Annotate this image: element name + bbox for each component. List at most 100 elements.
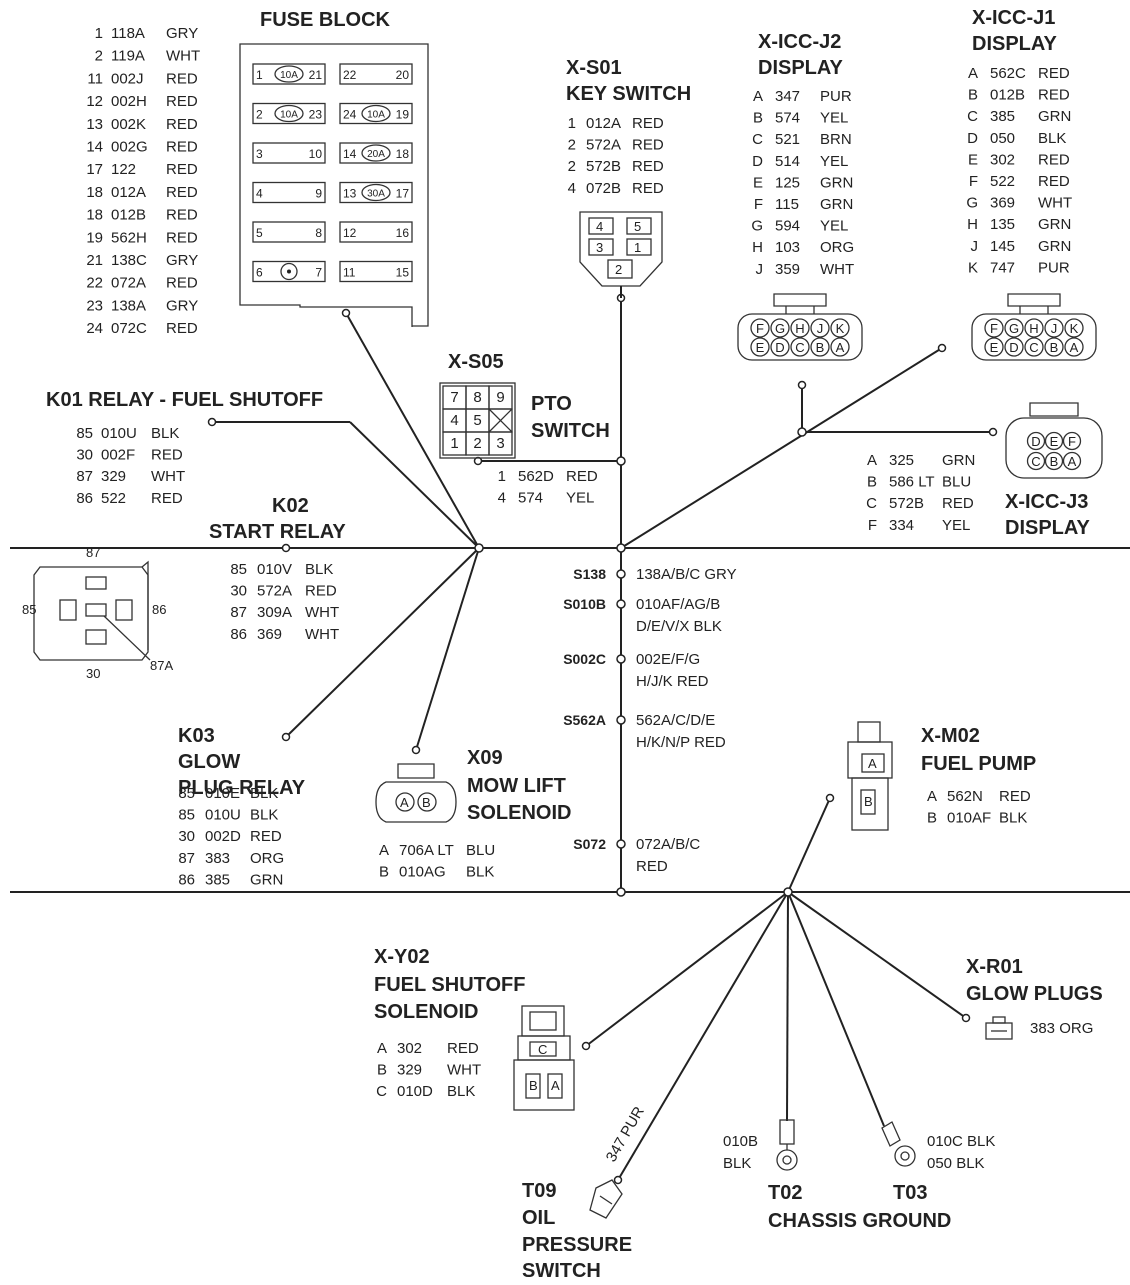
connector-pin-label: D — [775, 340, 784, 355]
xs05-wire-color: YEL — [566, 490, 594, 507]
fuse-wire-pin: 11 — [87, 70, 103, 87]
xm02-wire-circuit: 562N — [947, 788, 983, 805]
junction-dots — [474, 427, 807, 897]
fuse-slot — [339, 102, 413, 125]
j2-wire-pin: J — [756, 261, 764, 278]
connector-pin — [790, 337, 810, 357]
x09-wire-pin: A — [379, 842, 389, 859]
key-pin-2: 2 — [615, 262, 622, 277]
xs01-id: X-S01 — [566, 57, 622, 79]
connector-pin — [1024, 337, 1044, 357]
fuse-slot-right: 7 — [315, 266, 322, 280]
connector-pin — [1024, 318, 1044, 338]
xm02-wire-pin: A — [927, 788, 937, 805]
branch-fuel-pump — [787, 797, 831, 893]
pto-cell-label: 4 — [450, 412, 458, 429]
fuse-slot-right: 20 — [396, 68, 410, 82]
k02-wire-pin: 85 — [230, 561, 247, 578]
xs01-wire-color: RED — [632, 180, 664, 197]
xm02-wire-circuit: 010AF — [947, 810, 991, 827]
j1-wire-pin: A — [968, 65, 978, 82]
fuse-slot — [252, 142, 326, 164]
j3-wire-color: BLU — [942, 474, 971, 491]
fuse-slot — [339, 221, 413, 243]
j3-pin — [1062, 431, 1082, 451]
xy02-wire-circuit: 329 — [397, 1062, 422, 1079]
j2-wire-circuit: 514 — [775, 153, 800, 170]
fuse-wire-circuit: 138C — [111, 252, 147, 269]
xs01-wire-color: RED — [632, 137, 664, 154]
xy02-pin-a: A — [551, 1078, 560, 1093]
branch-t03 — [787, 891, 885, 1127]
fuse-slot-left: 22 — [343, 68, 357, 82]
k03-wire-pin: 85 — [178, 807, 195, 824]
connector-pin-label: B — [816, 340, 825, 355]
x09-id: X09 — [467, 747, 503, 769]
connector-latch-legs — [1019, 306, 1049, 314]
fuse-wire-color: RED — [166, 184, 198, 201]
fuse-block-outline — [239, 43, 429, 327]
splice-id: S138 — [573, 566, 606, 582]
fuse-wire-color: RED — [166, 229, 198, 246]
j2-wire-pin: D — [752, 153, 763, 170]
j1-wire-color: PUR — [1038, 259, 1070, 276]
j2-wire-circuit: 574 — [775, 110, 800, 127]
j1-wire-circuit: 522 — [990, 173, 1015, 190]
fuse-wire-color: RED — [166, 116, 198, 133]
j3-body — [1005, 417, 1103, 479]
key-pin-3: 3 — [596, 240, 603, 255]
j2-wire-pin: A — [753, 88, 763, 105]
j2-wire-pin: H — [752, 239, 763, 256]
j2-wire-circuit: 115 — [775, 196, 799, 213]
fuse-wire-pin: 17 — [86, 161, 103, 178]
connector-latch-legs — [785, 306, 815, 314]
fuse-wire-color: RED — [166, 93, 198, 110]
branch-k03 — [285, 547, 480, 738]
fuse-wire-color: GRY — [166, 252, 198, 269]
j3-pin — [1062, 451, 1082, 471]
x09-name2: SOLENOID — [467, 802, 571, 824]
connector-pin-label: F — [756, 321, 764, 336]
j3-wire-pin: F — [868, 517, 877, 534]
connector-pin — [770, 318, 790, 338]
fuse-rating: 10A — [280, 110, 298, 121]
j3-wire-color: GRN — [942, 452, 975, 469]
xy02-wire-circuit: 302 — [397, 1040, 422, 1057]
t09-name2: PRESSURE — [522, 1234, 632, 1256]
connector-pin-label: B — [1050, 340, 1059, 355]
fuse-slot-left: 3 — [256, 147, 263, 161]
j3-pin-label: D — [1031, 434, 1040, 449]
fuse-wire-color: RED — [166, 207, 198, 224]
k01-wire-circuit: 002F — [101, 447, 135, 464]
fuse-slot-left: 1 — [256, 68, 263, 82]
t02-color: BLK — [723, 1155, 751, 1172]
fuse-wire-pin: 13 — [86, 116, 103, 133]
t09-name1: OIL — [522, 1207, 555, 1229]
j2-wire-color: BRN — [820, 131, 852, 148]
relay-pin-30: 30 — [86, 666, 100, 681]
t02-id: T02 — [768, 1182, 802, 1204]
j2-wire-color: PUR — [820, 88, 852, 105]
connector-pin — [984, 318, 1004, 338]
fuse-wire-circuit: 002H — [111, 93, 147, 110]
j1-wire-color: RED — [1038, 87, 1070, 104]
t02-circuit: 010B — [723, 1133, 758, 1150]
connector-pin — [810, 337, 830, 357]
splice-circuits: 138A/B/C GRY — [636, 566, 737, 583]
connector-pin — [1044, 318, 1064, 338]
connector-pin — [1064, 337, 1084, 357]
oil-pressure-switch-icon — [589, 1179, 623, 1219]
j3-wire-circuit: 586 LT — [889, 474, 935, 491]
branch-t02 — [786, 891, 789, 1122]
connector-pin-label: A — [836, 340, 845, 355]
connector-pin-label: G — [1009, 321, 1019, 336]
k03-wire-circuit: 010U — [205, 807, 241, 824]
xr01-wire: 383 ORG — [1030, 1020, 1093, 1037]
k02-wire-color: RED — [305, 583, 337, 600]
